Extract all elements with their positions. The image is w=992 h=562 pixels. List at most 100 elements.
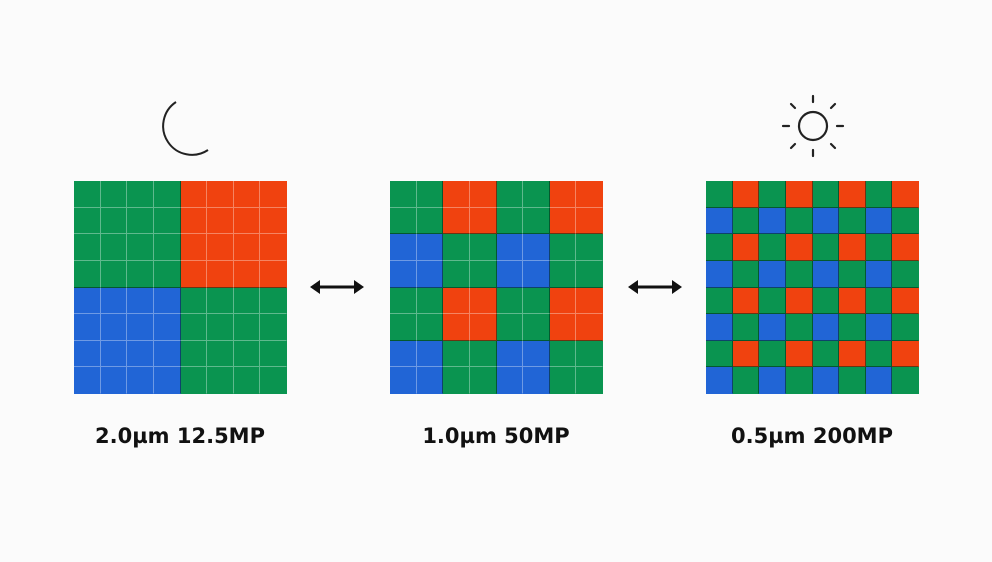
pixel-cell bbox=[865, 314, 893, 341]
pixel-cell bbox=[812, 340, 840, 368]
pixel-cell bbox=[100, 207, 128, 235]
pixel-cell bbox=[892, 181, 919, 208]
pixel-cell bbox=[100, 234, 128, 261]
pixel-cell bbox=[839, 207, 866, 235]
pixel-cell bbox=[706, 260, 733, 288]
pixel-cell bbox=[732, 234, 760, 261]
bayer-pixel-grid bbox=[706, 181, 919, 394]
pixel-cell bbox=[153, 367, 181, 394]
pixel-cell bbox=[549, 367, 577, 394]
pixel-cell bbox=[260, 234, 287, 261]
pixel-cell bbox=[416, 314, 444, 341]
pixel-cell bbox=[180, 314, 208, 341]
pixel-cell bbox=[469, 260, 497, 288]
pixel-cell bbox=[576, 260, 603, 288]
pixel-cell bbox=[892, 287, 919, 315]
pixel-cell bbox=[576, 367, 603, 394]
pixel-cell bbox=[153, 314, 181, 341]
pixel-cell bbox=[443, 314, 470, 341]
pixel-cell bbox=[892, 367, 919, 394]
pixel-size-label-50mp: 1.0µm 50MP bbox=[422, 424, 570, 448]
pixel-cell bbox=[785, 340, 813, 368]
pixel-cell bbox=[469, 207, 497, 235]
pixel-cell bbox=[759, 287, 786, 315]
pixel-size-label-12mp: 2.0µm 12.5MP bbox=[95, 424, 265, 448]
pixel-cell bbox=[233, 207, 261, 235]
pixel-cell bbox=[153, 260, 181, 288]
pixel-cell bbox=[153, 181, 181, 208]
pixel-cell bbox=[706, 207, 733, 235]
pixel-cell bbox=[732, 340, 760, 368]
pixel-cell bbox=[839, 314, 866, 341]
pixel-cell bbox=[74, 207, 101, 235]
pixel-cell bbox=[706, 314, 733, 341]
pixel-cell bbox=[207, 287, 234, 315]
pixel-cell bbox=[892, 314, 919, 341]
pixel-cell bbox=[523, 340, 550, 368]
pixel-cell bbox=[260, 340, 287, 368]
double-arrow-icon bbox=[310, 280, 364, 294]
pixel-cell bbox=[785, 314, 813, 341]
pixel-cell bbox=[260, 367, 287, 394]
pixel-cell bbox=[523, 287, 550, 315]
sun-icon bbox=[781, 94, 845, 158]
pixel-cell bbox=[865, 207, 893, 235]
pixel-cell bbox=[865, 367, 893, 394]
pixel-cell bbox=[443, 260, 470, 288]
pixel-cell bbox=[100, 260, 128, 288]
pixel-cell bbox=[865, 340, 893, 368]
pixel-cell bbox=[706, 181, 733, 208]
pixel-size-label-200mp: 0.5µm 200MP bbox=[731, 424, 893, 448]
pixel-cell bbox=[74, 287, 101, 315]
pixel-cell bbox=[496, 367, 524, 394]
pixel-cell bbox=[233, 181, 261, 208]
pixel-cell bbox=[127, 287, 154, 315]
pixel-cell bbox=[469, 340, 497, 368]
pixel-cell bbox=[549, 207, 577, 235]
pixel-cell bbox=[839, 234, 866, 261]
pixel-cell bbox=[523, 260, 550, 288]
pixel-cell bbox=[390, 287, 417, 315]
pixel-cell bbox=[523, 367, 550, 394]
pixel-cell bbox=[207, 367, 234, 394]
pixel-cell bbox=[180, 181, 208, 208]
pixel-cell bbox=[74, 340, 101, 368]
pixel-cell bbox=[496, 207, 524, 235]
pixel-cell bbox=[416, 260, 444, 288]
pixel-cell bbox=[127, 340, 154, 368]
pixel-cell bbox=[785, 260, 813, 288]
pixel-cell bbox=[732, 367, 760, 394]
pixel-cell bbox=[180, 207, 208, 235]
pixel-cell bbox=[260, 260, 287, 288]
pixel-cell bbox=[865, 234, 893, 261]
pixel-cell bbox=[233, 367, 261, 394]
pixel-cell bbox=[732, 181, 760, 208]
pixel-cell bbox=[443, 287, 470, 315]
pixel-cell bbox=[759, 314, 786, 341]
pixel-cell bbox=[416, 287, 444, 315]
pixel-cell bbox=[759, 340, 786, 368]
pixel-cell bbox=[153, 287, 181, 315]
pixel-cell bbox=[100, 181, 128, 208]
pixel-cell bbox=[207, 314, 234, 341]
pixel-cell bbox=[812, 181, 840, 208]
pixel-cell bbox=[759, 181, 786, 208]
pixel-cell bbox=[207, 340, 234, 368]
pixel-cell bbox=[469, 314, 497, 341]
pixel-cell bbox=[390, 181, 417, 208]
pixel-cell bbox=[100, 367, 128, 394]
pixel-cell bbox=[260, 314, 287, 341]
double-arrow-icon bbox=[628, 280, 682, 294]
pixel-cell bbox=[892, 260, 919, 288]
pixel-cell bbox=[785, 287, 813, 315]
pixel-cell bbox=[207, 260, 234, 288]
pixel-cell bbox=[732, 287, 760, 315]
pixel-cell bbox=[153, 234, 181, 261]
pixel-cell bbox=[416, 234, 444, 261]
pixel-cell bbox=[260, 207, 287, 235]
pixel-cell bbox=[127, 314, 154, 341]
pixel-cell bbox=[233, 260, 261, 288]
pixel-cell bbox=[74, 234, 101, 261]
pixel-cell bbox=[207, 207, 234, 235]
pixel-cell bbox=[759, 207, 786, 235]
